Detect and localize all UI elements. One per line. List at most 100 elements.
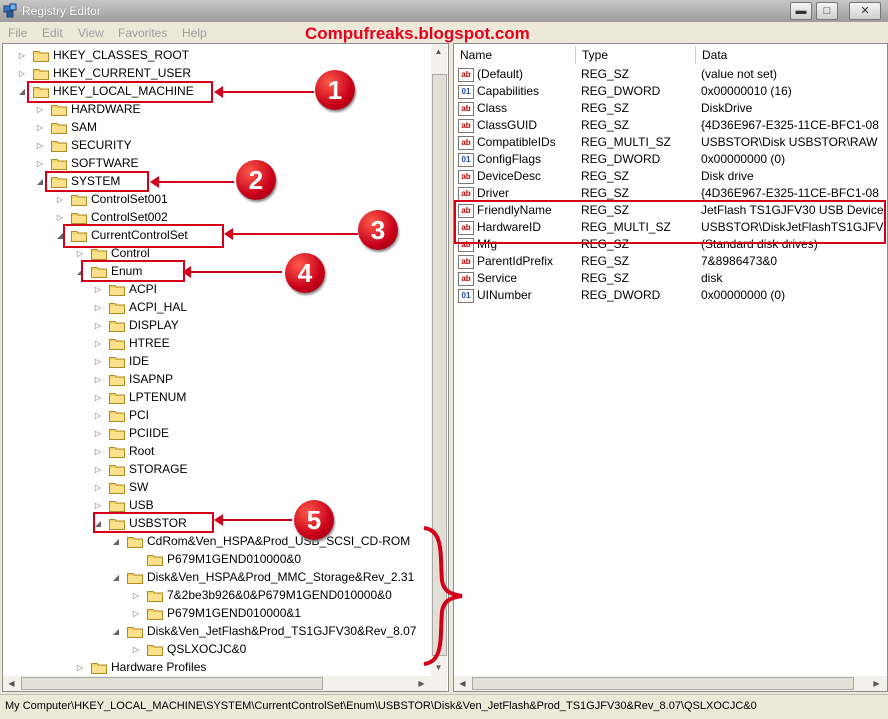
minimize-button[interactable]: ▬ <box>790 2 812 20</box>
expand-arrow-icon[interactable]: ▷ <box>94 392 102 402</box>
scroll-left-icon[interactable]: ◀ <box>8 679 15 688</box>
tree-node[interactable]: ▷Hardware Profiles <box>75 658 206 676</box>
close-button[interactable]: ✕ <box>849 2 881 20</box>
collapse-arrow-icon[interactable]: ◢ <box>112 626 120 636</box>
expand-arrow-icon[interactable]: ▷ <box>56 194 64 204</box>
tree-node[interactable]: ◢HKEY_LOCAL_MACHINE <box>17 82 194 100</box>
key-tree-pane[interactable]: ▷HKEY_CLASSES_ROOT▷HKEY_CURRENT_USER◢HKE… <box>2 43 449 692</box>
scroll-right-icon[interactable]: ▶ <box>873 679 880 688</box>
tree-node[interactable]: ▷Root <box>93 442 154 460</box>
tree-node[interactable]: ▷USB <box>93 496 154 514</box>
tree-node[interactable]: ▷DISPLAY <box>93 316 179 334</box>
menu-file[interactable]: File <box>8 26 28 40</box>
expand-arrow-icon[interactable]: ▷ <box>56 212 64 222</box>
menu-favorites[interactable]: Favorites <box>118 26 168 40</box>
tree-horizontal-scrollbar[interactable]: ◀ ▶ <box>3 676 447 691</box>
collapse-arrow-icon[interactable]: ◢ <box>112 536 120 546</box>
column-header-type[interactable]: Type <box>576 46 696 64</box>
column-header-data[interactable]: Data <box>702 48 728 62</box>
expand-arrow-icon[interactable]: ▷ <box>18 68 26 78</box>
tree-node[interactable]: ▷PCI <box>93 406 149 424</box>
tree-node[interactable]: ▷SOFTWARE <box>35 154 139 172</box>
expand-arrow-icon[interactable]: ▷ <box>94 356 102 366</box>
expand-arrow-icon[interactable]: ▷ <box>94 410 102 420</box>
expand-arrow-icon[interactable]: ▷ <box>132 644 140 654</box>
expand-arrow-icon[interactable]: ▷ <box>94 446 102 456</box>
tree-node[interactable]: ▷HKEY_CLASSES_ROOT <box>17 46 189 64</box>
expand-arrow-icon[interactable]: ▷ <box>76 248 84 258</box>
tree-node[interactable]: ▷P679M1GEND010000&1 <box>131 604 301 622</box>
expand-arrow-icon[interactable]: ▷ <box>36 158 44 168</box>
tree-node[interactable]: ▷STORAGE <box>93 460 187 478</box>
tree-node[interactable]: ▷ControlSet001 <box>55 190 168 208</box>
tree-node[interactable]: ▷HKEY_CURRENT_USER <box>17 64 191 82</box>
tree-node[interactable]: ▷ACPI <box>93 280 157 298</box>
tree-node[interactable]: ▷ACPI_HAL <box>93 298 187 316</box>
menu-help[interactable]: Help <box>182 26 207 40</box>
tree-node[interactable]: ▷Control <box>75 244 150 262</box>
tree-node[interactable]: ◢SYSTEM <box>35 172 120 190</box>
expand-arrow-icon[interactable]: ▷ <box>18 50 26 60</box>
tree-vertical-scroll-thumb[interactable] <box>432 74 447 656</box>
tree-node[interactable]: ▷QSLXOCJC&0 <box>131 640 246 658</box>
tree-node[interactable]: ▷HARDWARE <box>35 100 141 118</box>
expand-arrow-icon[interactable]: ▷ <box>94 464 102 474</box>
expand-arrow-icon[interactable]: ▷ <box>132 608 140 618</box>
tree-node[interactable]: ▷PCIIDE <box>93 424 169 442</box>
tree-node[interactable]: ◢CurrentControlSet <box>55 226 188 244</box>
expand-arrow-icon[interactable]: ▷ <box>94 320 102 330</box>
tree-node[interactable]: ◢USBSTOR <box>93 514 187 532</box>
collapse-arrow-icon[interactable]: ◢ <box>94 518 102 528</box>
list-horizontal-scroll-thumb[interactable] <box>472 677 854 690</box>
list-horizontal-scrollbar[interactable]: ◀ ▶ <box>454 676 887 691</box>
tree-node[interactable]: ▷ControlSet002 <box>55 208 168 226</box>
collapse-arrow-icon[interactable]: ◢ <box>18 86 26 96</box>
collapse-arrow-icon[interactable]: ◢ <box>76 266 84 276</box>
expand-arrow-icon[interactable]: ▷ <box>36 104 44 114</box>
expand-arrow-icon[interactable]: ▷ <box>94 428 102 438</box>
expand-arrow-icon[interactable]: ▷ <box>94 482 102 492</box>
expand-arrow-icon[interactable]: ▷ <box>94 338 102 348</box>
expand-arrow-icon[interactable]: ▷ <box>94 500 102 510</box>
expand-arrow-icon[interactable]: ▷ <box>76 662 84 672</box>
collapse-arrow-icon[interactable]: ◢ <box>36 176 44 186</box>
expand-arrow-icon[interactable]: ▷ <box>94 374 102 384</box>
tree-node[interactable]: ◢Enum <box>75 262 142 280</box>
column-header-name[interactable]: Name <box>454 46 576 64</box>
tree-node[interactable]: ▷SECURITY <box>35 136 132 154</box>
expand-arrow-icon[interactable]: ▷ <box>94 284 102 294</box>
scroll-up-icon[interactable]: ▲ <box>434 47 443 56</box>
tree-node[interactable]: ▷HTREE <box>93 334 170 352</box>
scroll-right-icon[interactable]: ▶ <box>418 679 425 688</box>
maximize-button[interactable]: □ <box>816 2 838 20</box>
tree-node[interactable]: ▷SAM <box>35 118 97 136</box>
scroll-left-icon[interactable]: ◀ <box>459 679 466 688</box>
tree-node[interactable]: ▷7&2be3b926&0&P679M1GEND010000&0 <box>131 586 392 604</box>
collapse-arrow-icon[interactable]: ◢ <box>56 230 64 240</box>
tree-node[interactable]: ◢Disk&Ven_JetFlash&Prod_TS1GJFV30&Rev_8.… <box>111 622 416 640</box>
expand-arrow-icon[interactable]: ▷ <box>132 590 140 600</box>
tree-vertical-scrollbar[interactable]: ▲ ▼ <box>431 44 447 676</box>
expand-arrow-icon[interactable]: ▷ <box>94 302 102 312</box>
expand-arrow-icon[interactable]: ▷ <box>36 140 44 150</box>
tree-node[interactable]: ▷SW <box>93 478 148 496</box>
menu-edit[interactable]: Edit <box>42 26 63 40</box>
tree-node[interactable]: ▷ISAPNP <box>93 370 173 388</box>
tree-horizontal-scroll-thumb[interactable] <box>21 677 323 690</box>
value-row[interactable]: ab(Default)REG_SZ(value not set) <box>458 66 886 83</box>
tree-node[interactable]: ◢CdRom&Ven_HSPA&Prod_USB_SCSI_CD-ROM <box>111 532 410 550</box>
tree-node[interactable]: P679M1GEND010000&0 <box>131 550 301 568</box>
values-list-pane[interactable]: Name Type Data ab(Default)REG_SZ(value n… <box>453 43 888 692</box>
